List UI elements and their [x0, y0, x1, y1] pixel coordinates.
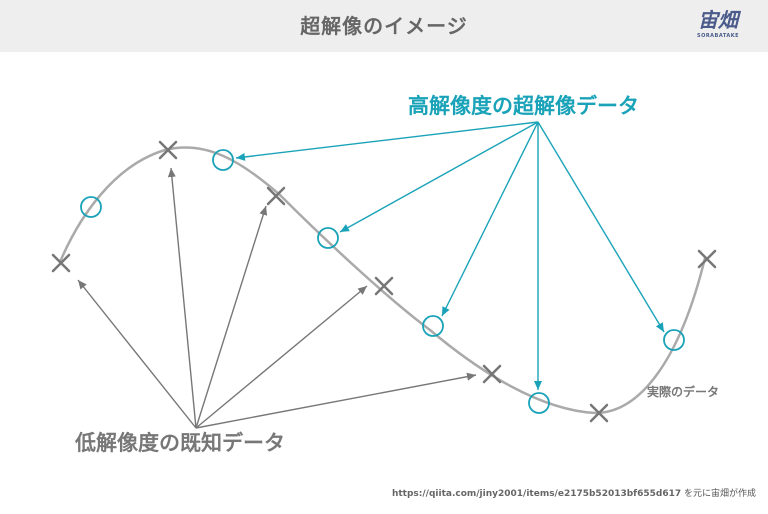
- high-res-point: [422, 315, 444, 337]
- source-credit: https://qiita.com/jiny2001/items/e2175b5…: [392, 486, 756, 499]
- high-res-point: [212, 149, 234, 171]
- sorabatake-logo: 宙畑 SORABATAKE: [693, 8, 743, 46]
- low-res-arrow-1: [77, 279, 197, 429]
- actual-data-label: 実際のデータ: [647, 385, 720, 399]
- high-res-point: [528, 392, 550, 414]
- low-res-point: [51, 253, 71, 273]
- low-res-arrow-4: [195, 285, 368, 429]
- high-res-arrow-1: [235, 121, 539, 161]
- low-res-point: [266, 186, 286, 206]
- low-res-point: [158, 140, 178, 160]
- high-res-arrow-5: [537, 121, 665, 333]
- logo-mark: 宙畑: [698, 8, 738, 32]
- page-title: 超解像のイメージ: [300, 14, 468, 38]
- high-res-point: [663, 329, 685, 351]
- logo-subtext: SORABATAKE: [696, 33, 740, 39]
- high-res-arrow-3: [441, 121, 539, 317]
- low-res-point: [374, 276, 394, 296]
- source-suffix: を元に宙畑が作成: [681, 489, 756, 499]
- high-res-point: [80, 196, 102, 218]
- low-res-label: 低解像度の既知データ: [75, 431, 285, 455]
- actual-data-curve: [58, 146, 707, 415]
- high-res-points: [80, 149, 685, 414]
- high-res-point: [317, 227, 339, 249]
- low-res-arrows: [77, 167, 477, 429]
- source-link[interactable]: https://qiita.com/jiny2001/items/e2175b5…: [391, 489, 682, 499]
- high-res-arrow-2: [339, 121, 539, 233]
- low-res-arrow-5: [195, 372, 477, 429]
- high-res-label: 高解像度の超解像データ: [408, 94, 639, 118]
- low-res-points: [51, 140, 717, 423]
- low-res-arrow-3: [195, 205, 268, 429]
- low-res-point: [589, 403, 609, 423]
- low-res-arrow-2: [167, 167, 197, 429]
- header-bar: [0, 0, 768, 52]
- high-res-arrows: [235, 121, 665, 390]
- low-res-point: [482, 364, 502, 384]
- low-res-point: [697, 249, 717, 269]
